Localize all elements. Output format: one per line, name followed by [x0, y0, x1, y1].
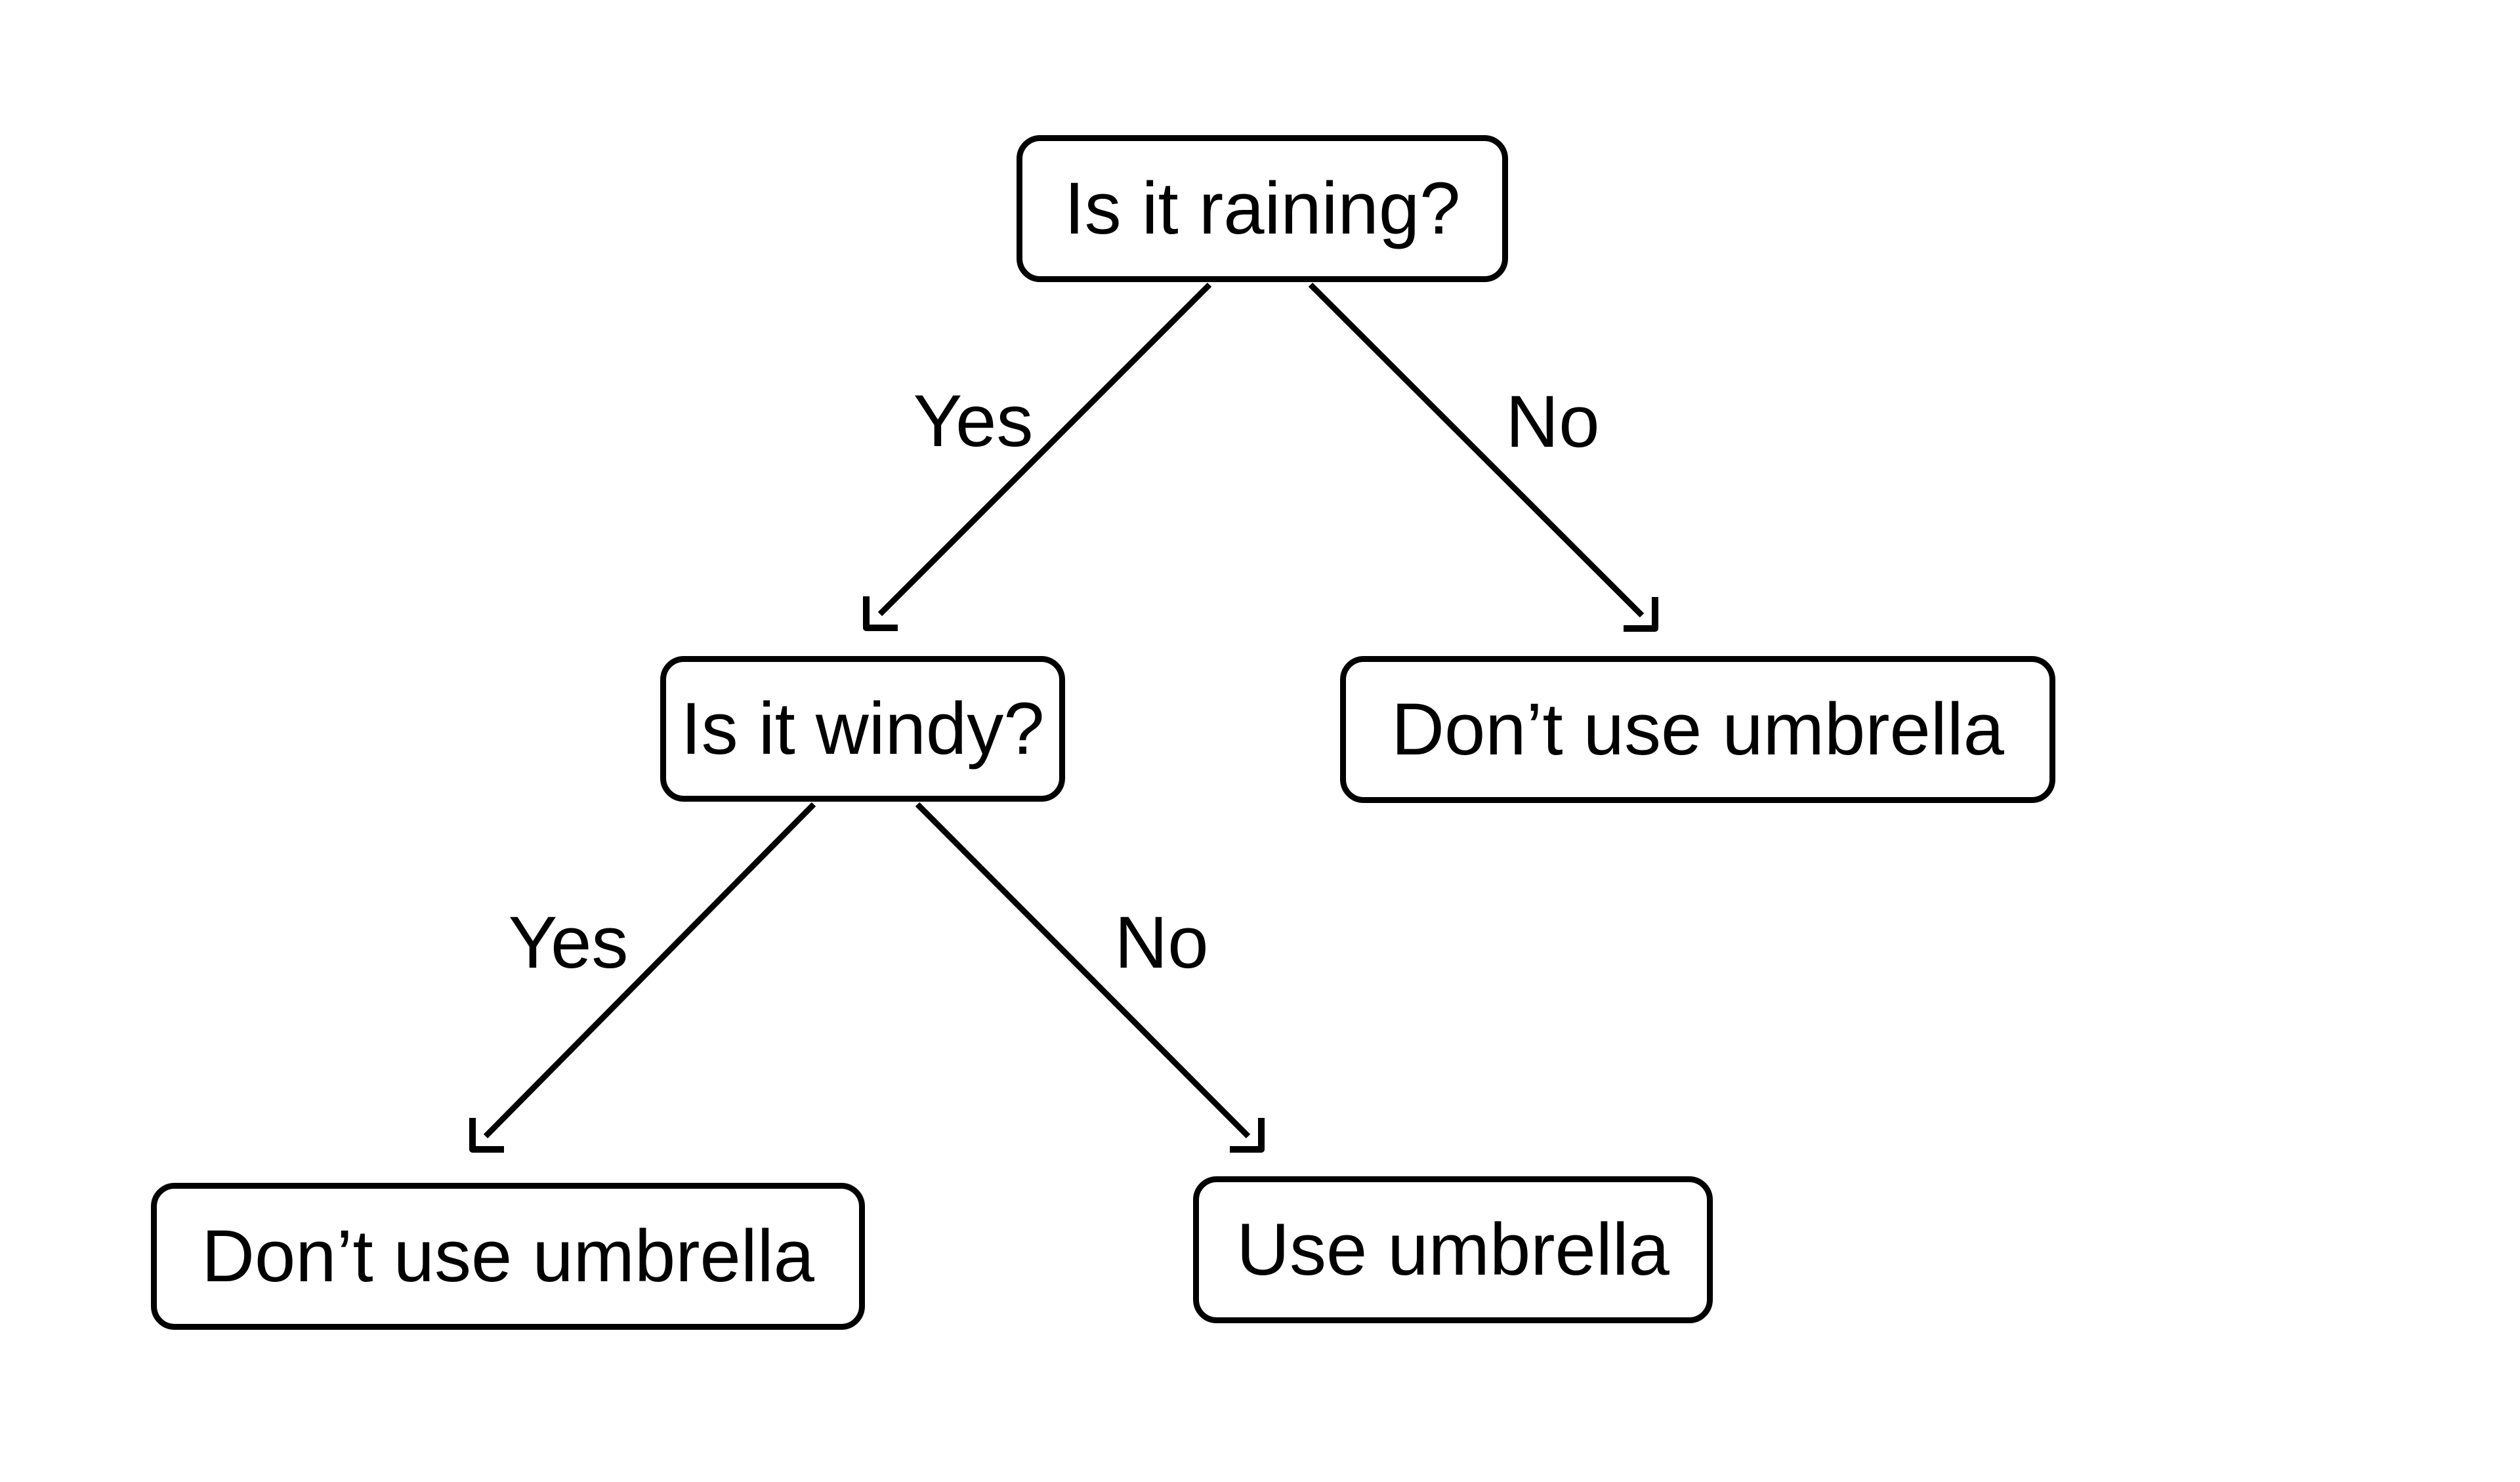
node-dont-use-umbrella-right: Don’t use umbrella [1340, 656, 2055, 803]
edge-label-raining-no: No [1505, 381, 1600, 463]
node-is-it-raining: Is it raining? [1017, 135, 1508, 282]
node-is-it-windy: Is it windy? [660, 656, 1065, 802]
edge-windy-no-use [915, 802, 1265, 1153]
node-dont-use-umbrella-left: Don’t use umbrella [151, 1183, 865, 1330]
node-use-umbrella: Use umbrella [1193, 1176, 1713, 1323]
arrowhead-down-right-icon [1624, 597, 1658, 632]
arrowhead-down-left-icon [863, 596, 898, 631]
edge-label-windy-no: No [1114, 901, 1209, 983]
arrowhead-down-left-icon [469, 1118, 504, 1153]
edge-label-windy-yes: Yes [508, 901, 629, 983]
edge-label-raining-yes: Yes [913, 380, 1034, 462]
edge-raining-no-dont-use [1308, 282, 1658, 632]
arrowhead-down-right-icon [1230, 1118, 1265, 1153]
